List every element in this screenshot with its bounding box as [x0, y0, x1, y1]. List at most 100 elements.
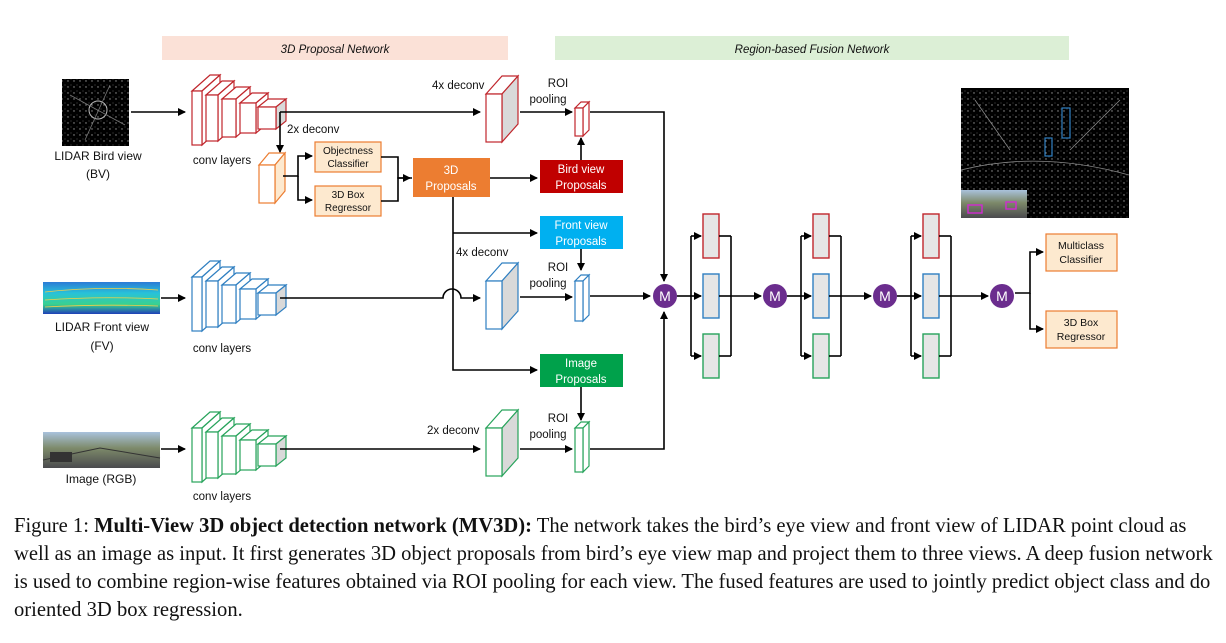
to-image-proposals-arrow [452, 197, 538, 374]
fv-input-label: LIDAR Front view [55, 320, 149, 334]
bev-2x-deconv-block [257, 151, 287, 205]
image-proposals-label-1: Image [565, 358, 597, 370]
merge-node: M [990, 284, 1014, 308]
fusion-layer-block [702, 273, 720, 319]
caption-title: Multi-View 3D object detection network (… [94, 515, 532, 537]
fusion-layer-block [812, 333, 830, 379]
bird-proposals-label-1: Bird view [558, 164, 605, 176]
rgb-roi-label-2: pooling [529, 429, 566, 441]
fv-to-4x-deconv-arrow [280, 288, 481, 302]
fv-4x-deconv-block [484, 261, 520, 331]
caption-prefix: Figure 1: [14, 515, 95, 537]
bev-roi-pooled-feature [573, 100, 591, 138]
3d-proposals-label-2: Proposals [425, 181, 476, 193]
fv-roi-pooled-feature [573, 273, 591, 323]
objectness-label-2: Classifier [327, 159, 369, 170]
bev-2x-deconv-label: 2x deconv [287, 124, 340, 136]
fusion-layer-block [922, 213, 940, 259]
fv-roi-label-2: pooling [529, 278, 566, 290]
fv-input-image [43, 282, 160, 314]
to-multiclass-arrow [1015, 248, 1044, 294]
merge-label: M [659, 288, 671, 304]
objectness-to-proposals-line [381, 156, 412, 179]
fusion-layer-block [702, 213, 720, 259]
rgb-input-label: Image (RGB) [66, 472, 137, 486]
header-proposal-network-label: 3D Proposal Network [281, 44, 391, 56]
rgb-2x-deconv-label: 2x deconv [427, 425, 480, 437]
rgb-roi-face [573, 420, 591, 474]
bev-4x-deconv-block [484, 74, 520, 144]
detection-result-image [960, 88, 1130, 218]
rgb-roi-pooled-feature [573, 420, 591, 474]
bev-conv-label: conv layers [193, 155, 251, 167]
bev-conv-layers [190, 73, 288, 147]
fusion-layer-block [922, 333, 940, 379]
fusion-layer-block [812, 213, 830, 259]
objectness-label-1: Objectness [323, 146, 373, 157]
header-fusion-network: Region-based Fusion Network [555, 36, 1069, 60]
rpn-regressor-label-1: 3D Box [332, 190, 365, 201]
front-view-proposals-box: Front view Proposals [540, 216, 623, 249]
fv-conv-label: conv layers [193, 343, 251, 355]
to-objectness-arrow [283, 152, 313, 177]
figure-caption: Figure 1: Multi-View 3D object detection… [14, 512, 1214, 624]
fv-4x-deconv-label: 4x deconv [456, 247, 509, 259]
regressor-to-proposals-arrow [381, 174, 411, 202]
rgb-conv-layers [190, 410, 288, 484]
multiclass-classifier-box: Multiclass Classifier [1045, 233, 1118, 272]
image-proposals-label-2: Proposals [555, 374, 606, 386]
rpn-regressor-label-2: Regressor [325, 203, 372, 214]
caption-body: The network takes the bird’s eye view an… [14, 515, 1213, 621]
3d-proposals-label-1: 3D [444, 165, 459, 177]
merge-node: M [763, 284, 787, 308]
header-fusion-network-label: Region-based Fusion Network [735, 44, 891, 56]
bird-view-proposals-box: Bird view Proposals [540, 160, 623, 193]
bev-roi-label-1: ROI [548, 78, 568, 90]
rgb-conv-layer [256, 434, 288, 468]
merge-label: M [769, 288, 781, 304]
bev-4x-deconv-label: 4x deconv [432, 80, 485, 92]
merge-node: M [873, 284, 897, 308]
bev-input-label: LIDAR Bird view [54, 149, 142, 163]
output-box-regressor-box: 3D Box Regressor [1045, 310, 1118, 349]
bev-2x-deconv-face [257, 151, 287, 205]
header-proposal-network: 3D Proposal Network [162, 36, 508, 60]
rgb-2x-deconv-face [484, 408, 520, 478]
output-regressor-label-1: 3D Box [1064, 317, 1099, 329]
fv-roi-label-1: ROI [548, 262, 568, 274]
bev-conv-layer [256, 97, 288, 131]
3d-proposals-box: 3D Proposals [413, 158, 490, 197]
multiclass-label-1: Multiclass [1058, 240, 1104, 252]
bev-roi-label-2: pooling [529, 94, 566, 106]
rgb-conv-label: conv layers [193, 491, 251, 503]
rgb-roi-to-merge-arrow [590, 311, 668, 450]
bird-proposals-label-2: Proposals [555, 180, 606, 192]
fusion-layer-block [702, 333, 720, 379]
objectness-classifier-box: Objectness Classifier [314, 141, 382, 173]
fv-input-abbrev: (FV) [90, 339, 113, 353]
fv-conv-layers [190, 259, 288, 333]
bev-4x-deconv-face [484, 74, 520, 144]
rgb-roi-label-1: ROI [548, 413, 568, 425]
image-proposals-box: Image Proposals [540, 354, 623, 387]
bev-input-abbrev: (BV) [86, 167, 110, 181]
front-proposals-label-2: Proposals [555, 236, 606, 248]
output-regressor-label-2: Regressor [1057, 331, 1106, 343]
merge-label: M [879, 288, 891, 304]
fv-roi-face [573, 273, 591, 323]
rpn-box-regressor-box: 3D Box Regressor [314, 185, 382, 217]
multiclass-label-2: Classifier [1059, 254, 1103, 266]
front-proposals-label-1: Front view [554, 220, 608, 232]
rgb-2x-deconv-block [484, 408, 520, 478]
merge-label: M [996, 288, 1008, 304]
bev-roi-face [573, 100, 591, 138]
fusion-layer-block [922, 273, 940, 319]
to-box-regressor-arrow [297, 176, 313, 204]
bev-input-image [62, 79, 129, 146]
merge-node: M [653, 284, 677, 308]
rgb-input-image [42, 432, 161, 468]
fusion-layer-block [812, 273, 830, 319]
fv-4x-deconv-face [484, 261, 520, 331]
mv3d-diagram: 3D Proposal Network Region-based Fusion … [42, 36, 1130, 503]
